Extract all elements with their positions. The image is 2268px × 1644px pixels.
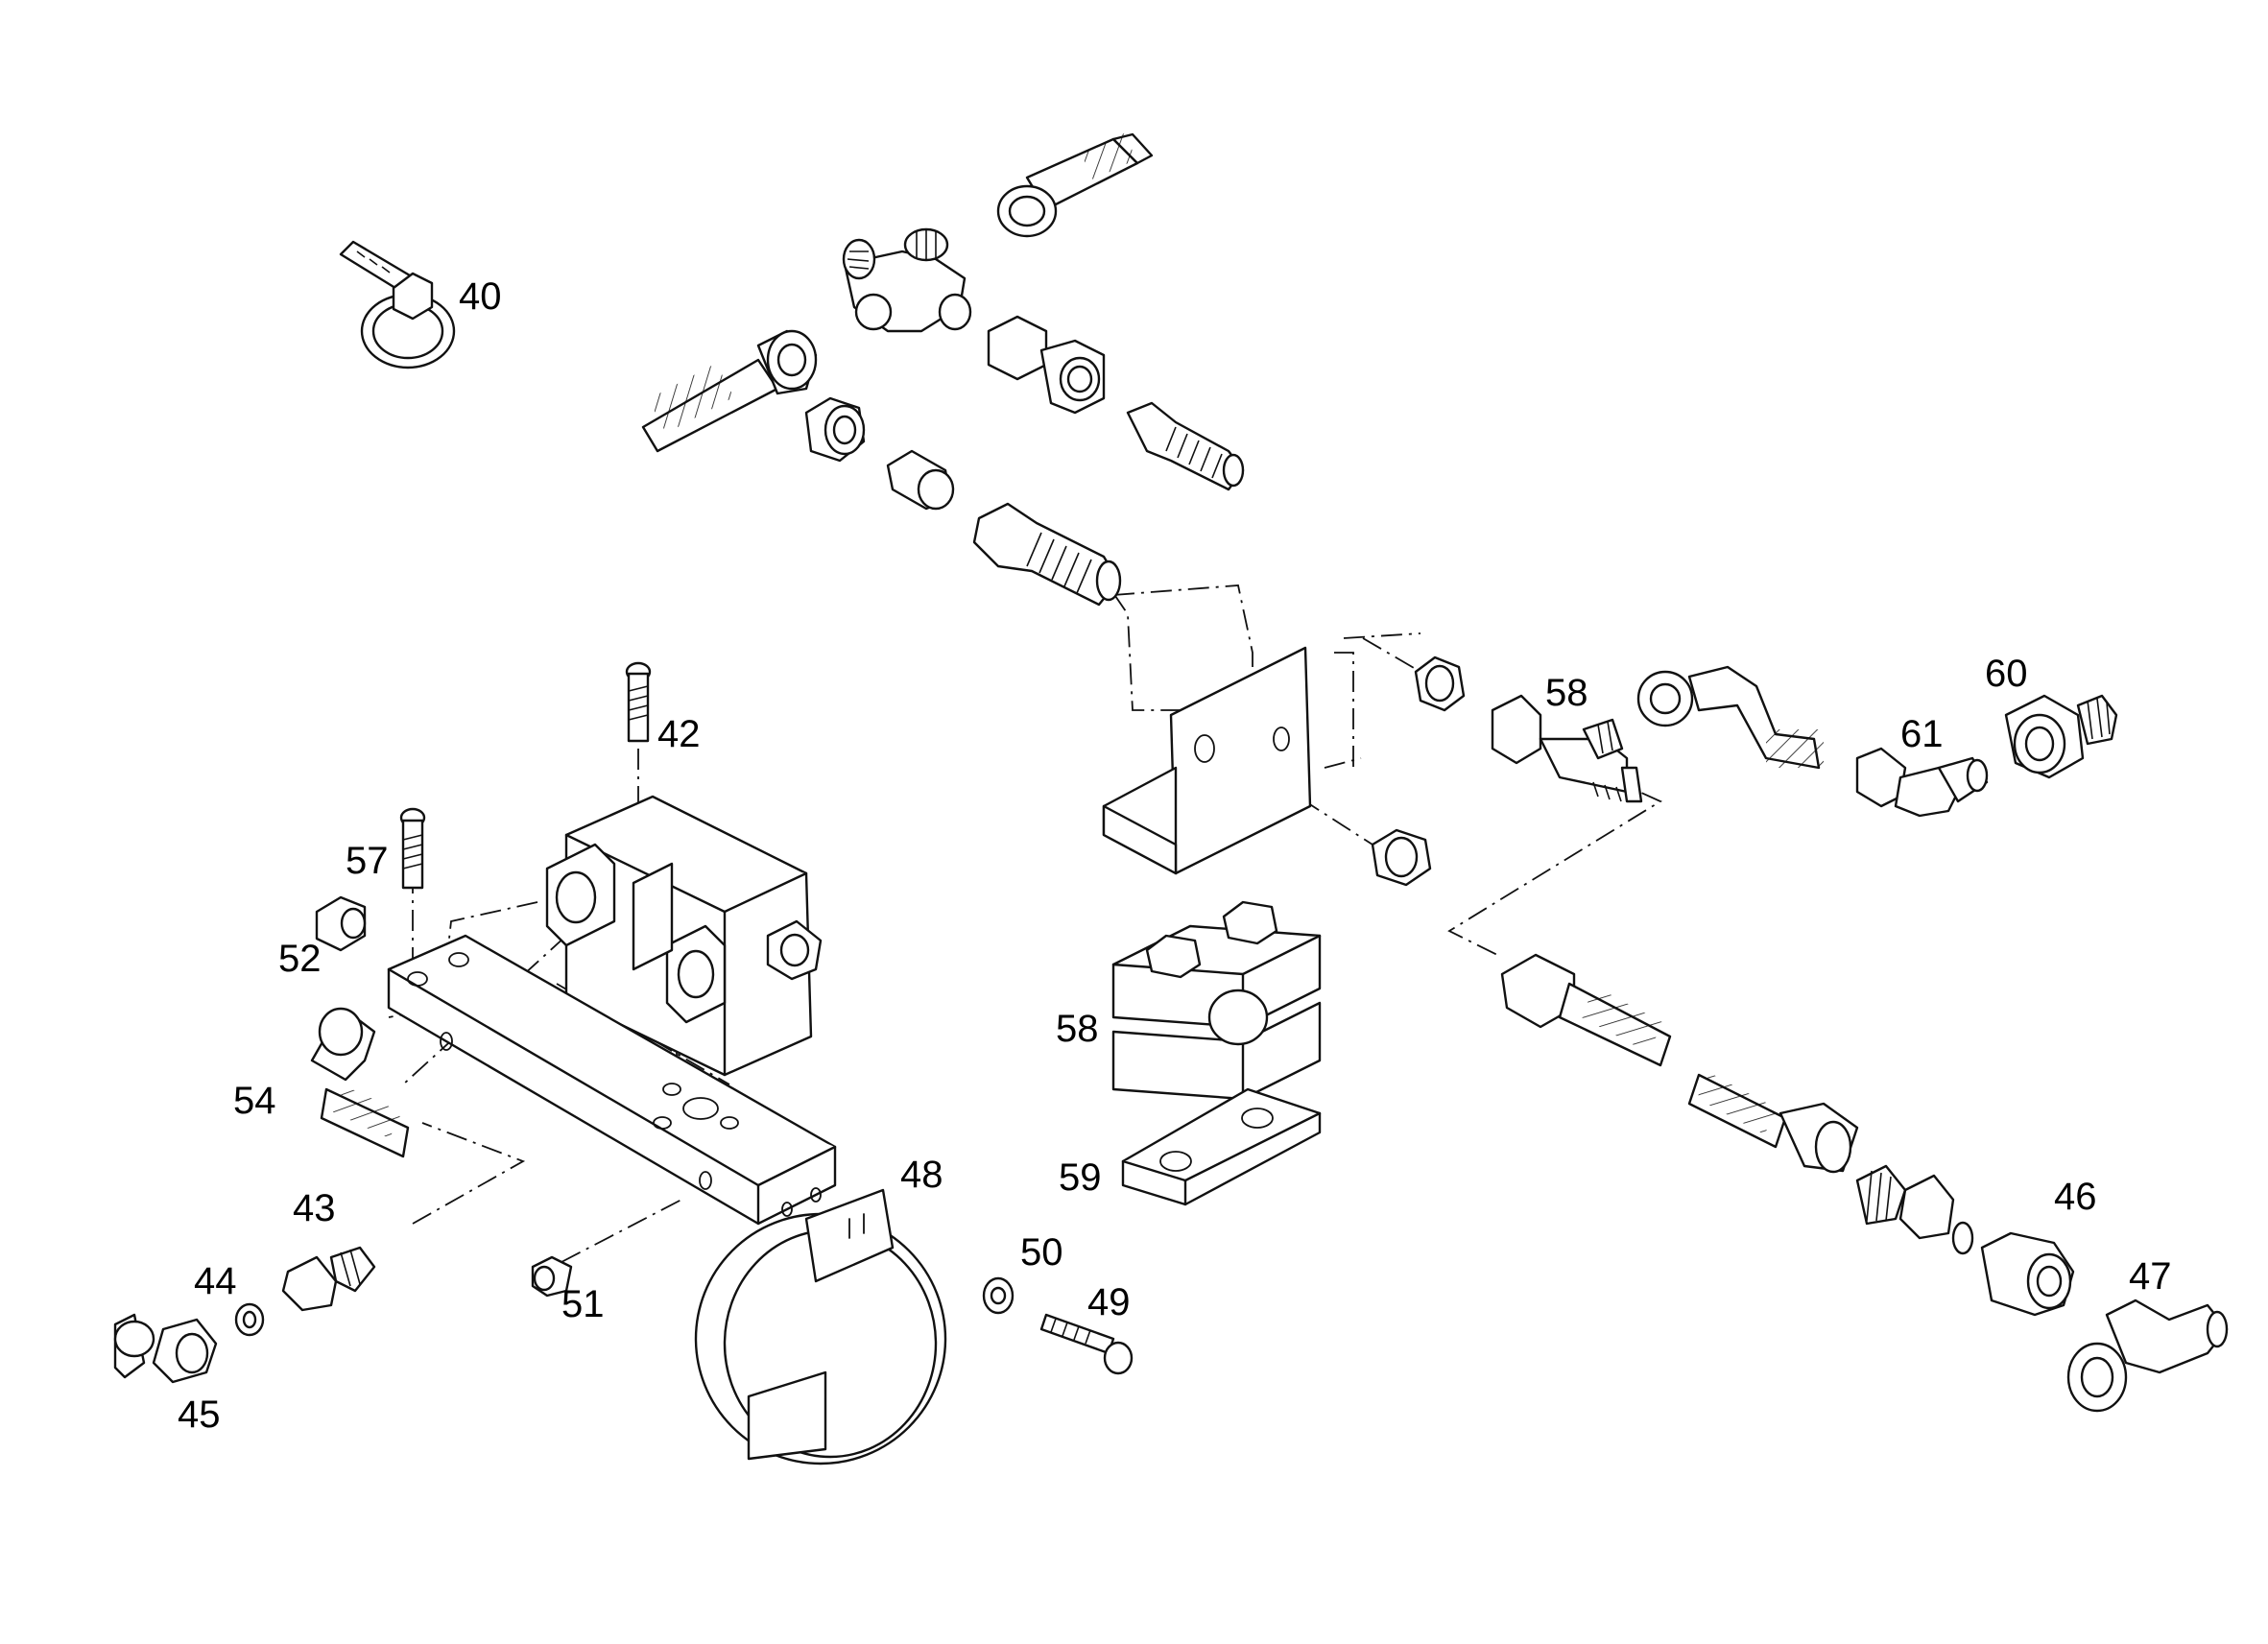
callout-59: 59 [1059, 1156, 1102, 1199]
elbow-fitting-45 [113, 1313, 218, 1384]
callout-46: 46 [2054, 1176, 2097, 1218]
callout-51: 51 [561, 1283, 605, 1325]
hose-clamp-48 [694, 1188, 947, 1465]
adapter-43 [281, 1246, 376, 1312]
callout-43: 43 [293, 1187, 336, 1229]
washer-50 [982, 1276, 1015, 1315]
double-nut-fitting [987, 315, 1106, 415]
straight-union-60 [2004, 694, 2118, 779]
pipe-clamp-block [1111, 900, 1322, 1101]
lock-nut-lower [1371, 828, 1432, 887]
cross-fitting [842, 227, 972, 333]
clamp-plate [1121, 1087, 1322, 1206]
long-hose-assembly [1500, 953, 1859, 1174]
callout-58-upper: 58 [1545, 672, 1588, 714]
callout-50: 50 [1020, 1231, 1063, 1274]
callout-48: 48 [900, 1154, 943, 1196]
plug-fitting [886, 449, 955, 511]
cap-screw-49 [1039, 1313, 1134, 1375]
callout-47: 47 [2129, 1255, 2172, 1298]
banjo-tee-fitting [1491, 694, 1643, 803]
callout-54: 54 [233, 1080, 276, 1122]
callout-44: 44 [194, 1260, 237, 1302]
elbow-union [1855, 747, 1989, 818]
threaded-union-lower [972, 502, 1122, 607]
manifold-bar [387, 934, 837, 1226]
plug-screw-52 [315, 895, 367, 952]
cable-tie-part [339, 240, 456, 369]
union-nut-46 [1980, 1231, 2075, 1317]
callout-58-lower: 58 [1056, 1008, 1099, 1050]
elbow-hose-top [1636, 665, 1824, 770]
callout-57: 57 [346, 840, 389, 882]
cap-screw-42 [625, 661, 652, 743]
threaded-union-right [1126, 401, 1245, 491]
callout-42: 42 [657, 713, 701, 755]
plug-51 [531, 1255, 573, 1298]
elbow-hose-54 [310, 1007, 410, 1158]
elbow-fitting-47 [2066, 1299, 2229, 1413]
valve-block [545, 795, 823, 1077]
callout-labels: 40 42 43 44 45 46 47 48 49 50 51 52 54 5… [178, 275, 2172, 1436]
washer-44 [234, 1302, 265, 1337]
hose-end-top-left [641, 329, 818, 453]
callout-40: 40 [459, 275, 502, 318]
callout-52: 52 [278, 938, 322, 980]
cap-screw-57 [399, 807, 426, 890]
angle-bracket [1102, 646, 1312, 875]
lock-nut-upper [1414, 655, 1466, 712]
callout-60: 60 [1985, 653, 2028, 695]
threaded-adapter-46a [1855, 1164, 1974, 1255]
hose-end-top-right [996, 132, 1154, 238]
callout-49: 49 [1087, 1281, 1131, 1323]
callout-61: 61 [1900, 713, 1944, 755]
callout-45: 45 [178, 1394, 221, 1436]
hex-nut-top [804, 396, 866, 463]
